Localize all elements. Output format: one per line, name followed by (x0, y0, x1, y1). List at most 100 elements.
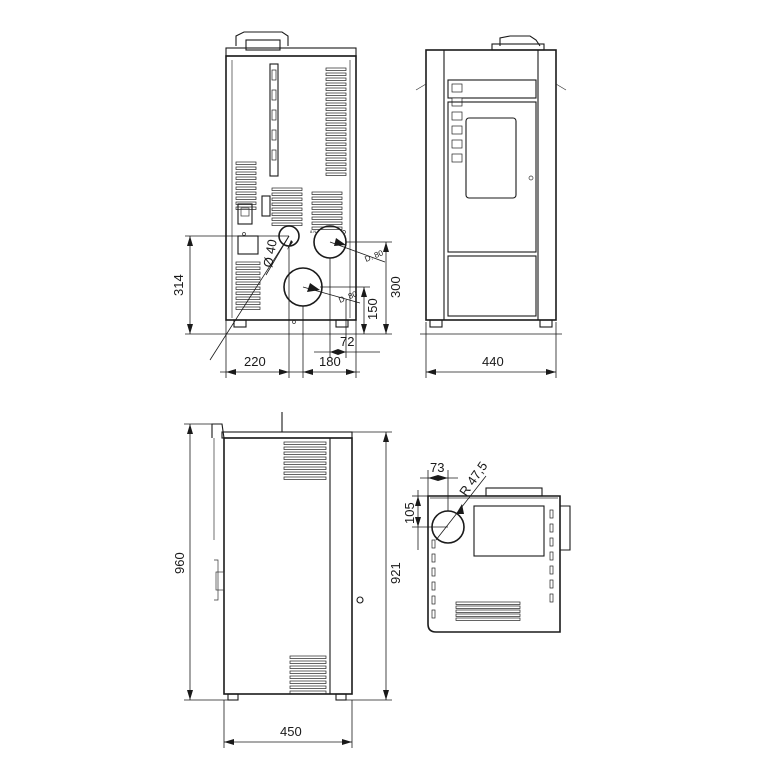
back-foot-right (335, 319, 349, 328)
vent-slot (283, 476, 327, 480)
vent-slot (235, 181, 257, 185)
back-view: Ø 40 D. 80 D. 80 8.N 314 300 150 72 (171, 31, 403, 378)
vent-slot (235, 301, 261, 305)
dim-180: 180 (319, 354, 341, 369)
vent-slot (289, 655, 327, 659)
front-door (447, 101, 537, 253)
vent-slot (455, 609, 521, 613)
vent-slot (451, 139, 463, 149)
vent-slot (325, 142, 347, 146)
back-vents-lower (235, 187, 343, 310)
top-view: R 47,5 73 105 (402, 459, 571, 633)
vent-slot (235, 281, 261, 285)
vent-slot (271, 222, 303, 226)
vent-slot (283, 451, 327, 455)
unit-tag: 8.N (310, 229, 316, 234)
vent-slot (311, 216, 343, 220)
vent-slot (271, 129, 277, 141)
front-glass (465, 117, 517, 199)
vent-slot (549, 565, 554, 575)
vent-slot (325, 117, 347, 121)
side-handle (211, 423, 225, 439)
vent-slot (325, 67, 347, 71)
dim-220: 220 (244, 354, 266, 369)
dim-440: 440 (482, 354, 504, 369)
vent-slot (311, 211, 343, 215)
dim-921: 921 (388, 562, 403, 584)
vent-slot (325, 112, 347, 116)
vent-slot (451, 111, 463, 121)
vent-slot (455, 617, 521, 621)
vent-slot (271, 202, 303, 206)
vent-slot (325, 87, 347, 91)
vent-slot (325, 147, 347, 151)
vent-slot (311, 201, 343, 205)
vent-slot (549, 523, 554, 533)
vent-slot (235, 266, 261, 270)
vent-slot (325, 82, 347, 86)
top-body (427, 495, 561, 633)
vent-slot (271, 69, 277, 81)
vent-slot (431, 567, 436, 577)
vent-slot (455, 605, 521, 609)
vent-slot (283, 461, 327, 465)
side-top-cap (221, 431, 353, 439)
vent-slot (311, 206, 343, 210)
vent-slot (311, 221, 343, 225)
vent-slot (289, 690, 327, 694)
vent-slot (325, 132, 347, 136)
dim-105: 105 (402, 502, 417, 524)
back-vents-left (235, 161, 257, 210)
dim-314: 314 (171, 274, 186, 296)
vent-slot (283, 471, 327, 475)
vent-slot (283, 446, 327, 450)
vent-slot (235, 291, 261, 295)
front-body (425, 49, 557, 321)
vent-slot (271, 212, 303, 216)
dim-150: 150 (365, 298, 380, 320)
dim-960: 960 (172, 552, 187, 574)
vent-slot (431, 539, 436, 549)
vent-slot (325, 152, 347, 156)
vent-slot (549, 593, 554, 603)
vent-slot (549, 579, 554, 589)
control-panel (237, 235, 259, 255)
vent-slot (235, 166, 257, 170)
vent-slot (325, 102, 347, 106)
vent-slot (289, 675, 327, 679)
front-handle (499, 35, 541, 47)
back-body (225, 55, 357, 321)
vent-slot (451, 125, 463, 135)
vent-slot (431, 595, 436, 605)
vent-slot (431, 609, 436, 619)
vent-slot (283, 441, 327, 445)
vent-slot (235, 191, 257, 195)
back-vents-right (325, 67, 347, 176)
vent-slot (235, 261, 261, 265)
dim-450: 450 (280, 724, 302, 739)
vent-slot (283, 466, 327, 470)
vent-slot (235, 306, 261, 310)
dim-300: 300 (388, 276, 403, 298)
vent-slot (549, 551, 554, 561)
dim-73: 73 (430, 460, 444, 475)
vent-slot (289, 670, 327, 674)
vent-slot (431, 553, 436, 563)
vent-slot (235, 186, 257, 190)
vent-slot (235, 196, 257, 200)
vent-slot (271, 192, 303, 196)
vent-slot (271, 89, 277, 101)
dim-air-diameter: Ø 40 (260, 238, 280, 268)
side-view: 960 921 450 (172, 412, 403, 748)
vent-slot (549, 537, 554, 547)
back-handle-grip (245, 39, 281, 51)
vent-slot (289, 685, 327, 689)
vent-slot (325, 127, 347, 131)
vent-slot (451, 83, 463, 93)
side-body (223, 437, 353, 695)
vent-slot (451, 153, 463, 163)
top-hopper-lid (473, 505, 545, 557)
vent-slot (325, 92, 347, 96)
